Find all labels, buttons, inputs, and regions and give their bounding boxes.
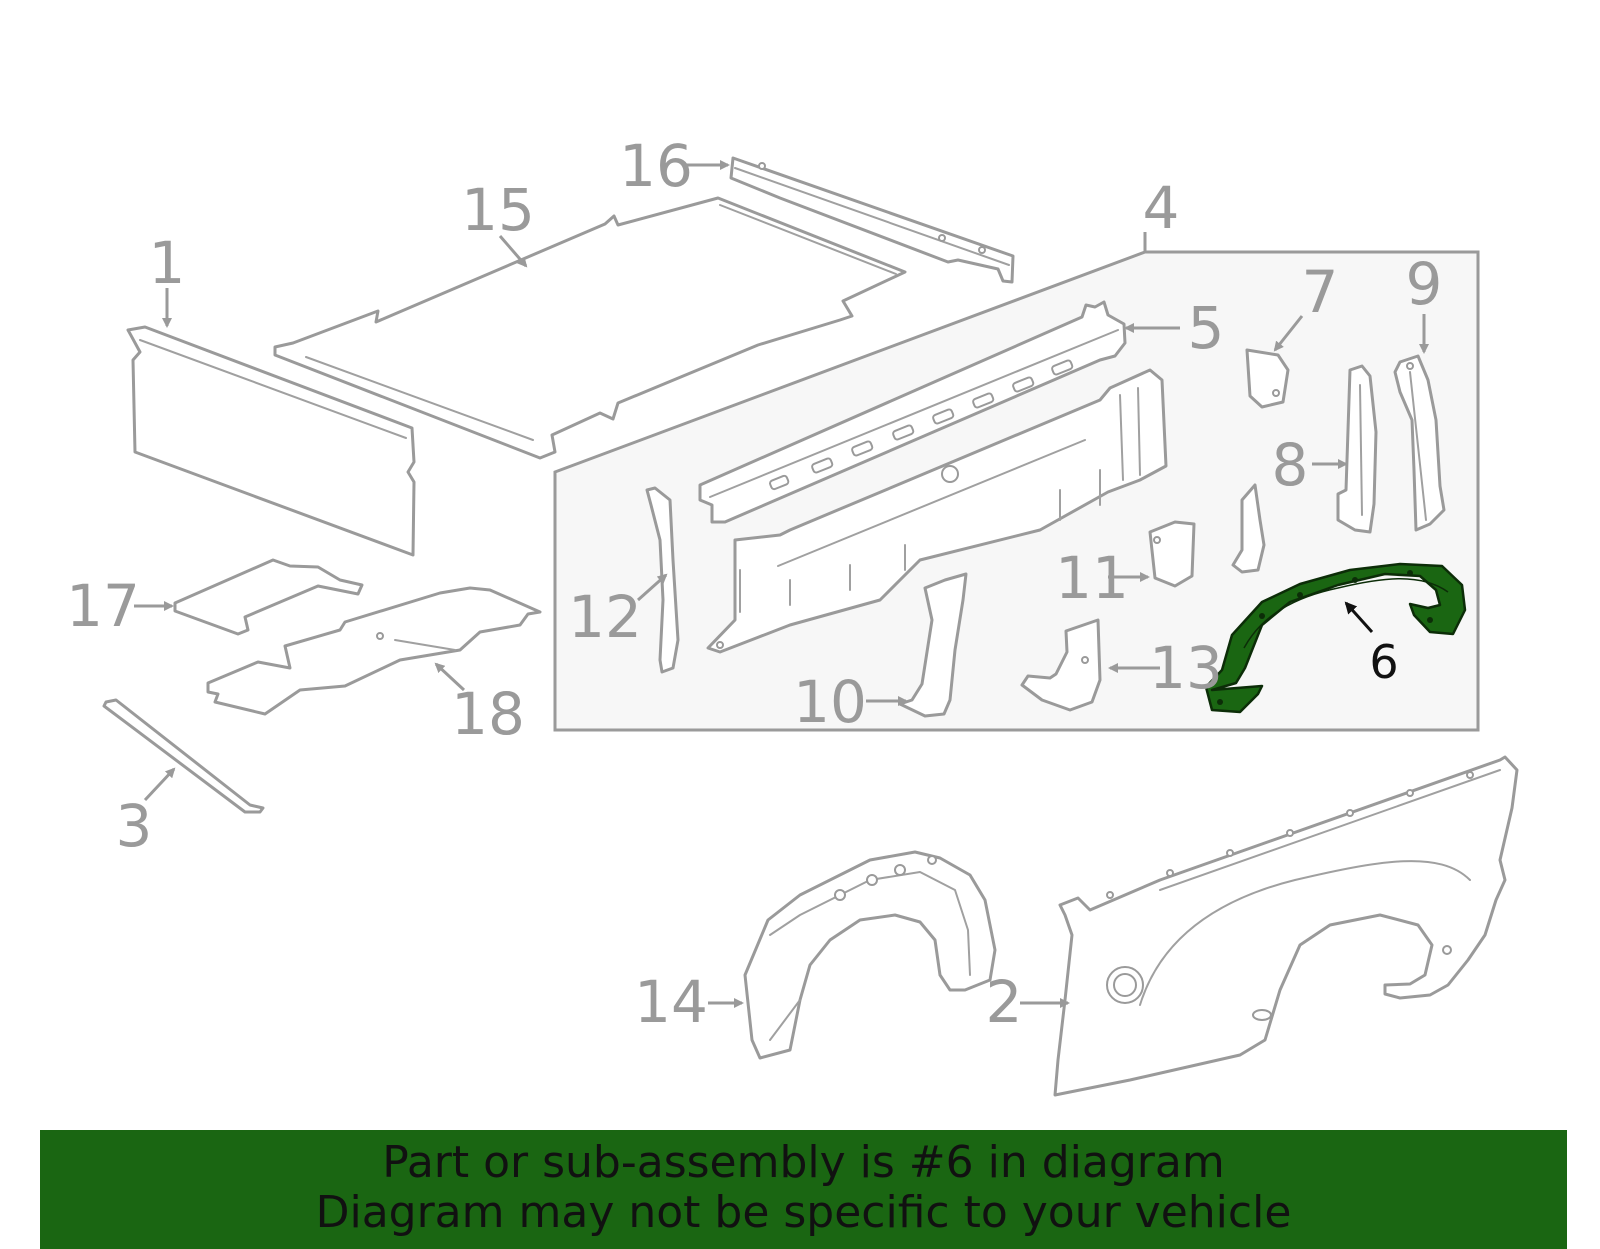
banner-line-2: Diagram may not be specific to your vehi… [315,1187,1292,1238]
callout-17[interactable]: 17 [66,572,140,640]
part-mid-bracket[interactable] [1231,483,1266,574]
part-1-front-panel[interactable] [126,325,416,557]
callout-15[interactable]: 15 [461,176,535,244]
callout-12[interactable]: 12 [568,583,642,651]
rail-slots [769,359,1074,491]
banner-line-1: Part or sub-assembly is #6 in diagram [382,1137,1225,1188]
part-10-bracket[interactable] [898,572,968,718]
part-5-side-rail[interactable] [698,300,1127,524]
callout-8[interactable]: 8 [1272,431,1309,499]
part-8-pillar[interactable] [1336,364,1378,534]
callout-leaders [134,160,1429,1008]
callout-1[interactable]: 1 [149,229,186,297]
part-17-plate[interactable] [173,558,364,636]
part-15-floor[interactable] [273,196,907,460]
callout-16[interactable]: 16 [619,132,693,200]
part-7-block[interactable] [1245,348,1290,409]
part-13-bracket[interactable] [1020,618,1102,712]
callout-2[interactable]: 2 [986,968,1023,1036]
callout-9[interactable]: 9 [1406,250,1443,318]
part-14-wheelhouse[interactable] [743,850,997,1060]
part-16-rail[interactable] [729,156,1015,284]
callout-10[interactable]: 10 [793,668,867,736]
panel-holes [1106,771,1474,899]
part-18-plate[interactable] [206,586,542,716]
callout-6[interactable]: 6 [1369,635,1398,689]
callout-14[interactable]: 14 [634,968,708,1036]
callout-numbers: 1 15 16 4 5 7 9 8 11 12 13 10 17 18 3 14… [66,132,1442,1036]
callout-3[interactable]: 3 [116,792,153,860]
part-9-pillar[interactable] [1393,354,1446,532]
part-6-wheel-arch[interactable] [1204,562,1467,714]
callout-5[interactable]: 5 [1188,294,1225,362]
callout-18[interactable]: 18 [451,680,525,748]
part-11-bracket[interactable] [1148,520,1196,588]
part-3-rod[interactable] [102,698,265,814]
callout-7[interactable]: 7 [1302,258,1339,326]
callout-13[interactable]: 13 [1149,634,1223,702]
inner-side-panel[interactable] [706,368,1168,654]
callout-4[interactable]: 4 [1143,174,1180,242]
part-2-outer-panel[interactable] [1053,755,1519,1097]
callout-11[interactable]: 11 [1055,544,1129,612]
info-banner: Part or sub-assembly is #6 in diagram Di… [40,1130,1567,1249]
